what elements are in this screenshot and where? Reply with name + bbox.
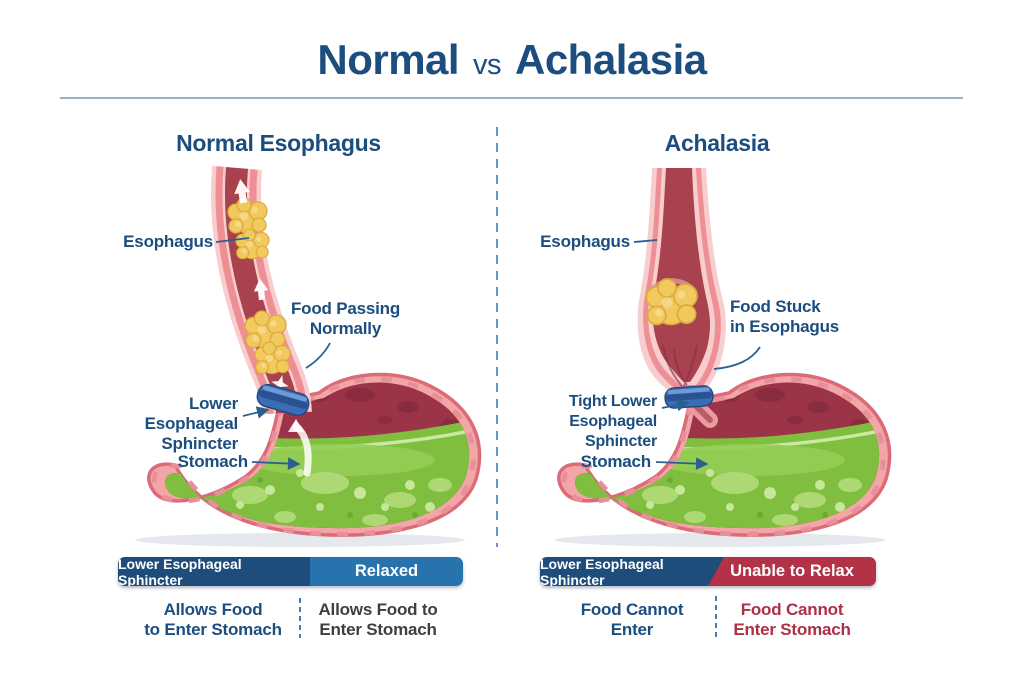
esophagus-label-achalasia: Esophagus xyxy=(540,232,630,251)
food-stuck-line1: Food Stuck xyxy=(730,297,821,316)
banner-title-normal: Lower Esophageal Sphincter xyxy=(118,557,310,586)
sphincter-line2: Sphincter xyxy=(161,434,238,453)
food-stuck-line2: in Esophagus xyxy=(730,317,840,336)
food-passing-line1: Food Passing xyxy=(290,299,401,318)
flow-arrowhead xyxy=(288,419,304,432)
note-line: Allows Food to xyxy=(318,600,438,619)
food-passing-line2: Normally xyxy=(309,319,382,338)
tight-sphincter-label: Tight Lower Esophageal Sphincter xyxy=(497,392,657,452)
sphincter-label-normal: Lower Esophageal Sphincter xyxy=(98,394,239,454)
normal-panel-heading: Normal Esophagus xyxy=(176,130,381,156)
note-normal-right: Allows Food to Enter Stomach xyxy=(293,600,463,640)
title-underline xyxy=(60,97,963,99)
note-line: Food Cannot xyxy=(580,600,684,619)
sphincter-line1: Lower Esophageal xyxy=(144,394,239,433)
shadow xyxy=(135,533,465,547)
note-normal-left: Allows Food to Enter Stomach xyxy=(128,600,298,640)
normal-status-banner: Lower Esophageal Sphincter Relaxed xyxy=(118,557,463,586)
achalasia-diagram xyxy=(545,168,900,550)
banner-status-unable-to-relax: Unable to Relax xyxy=(708,557,876,586)
note-line: Food Cannot xyxy=(740,600,844,619)
shadow xyxy=(555,533,885,547)
note-achalasia-left: Food Cannot Enter xyxy=(547,600,717,640)
achalasia-esophagus-illustration xyxy=(637,168,726,395)
normal-diagram xyxy=(135,165,490,550)
note-line: Allows Food xyxy=(163,600,263,619)
tight-sphincter-line1: Tight Lower xyxy=(568,393,657,410)
stomach-label-normal: Stomach xyxy=(177,452,249,471)
stomach-label-achalasia: Stomach xyxy=(580,452,652,471)
achalasia-panel-heading: Achalasia xyxy=(664,130,770,156)
note-line: to Enter Stomach xyxy=(144,620,282,639)
food-passing-label: Food Passing Normally xyxy=(283,299,408,339)
achalasia-status-banner: Lower Esophageal Sphincter Unable to Rel… xyxy=(540,557,876,586)
esophagus-label-normal: Esophagus xyxy=(123,232,213,251)
note-line: Enter xyxy=(610,620,654,639)
title-normal: Normal xyxy=(317,36,460,83)
banner-status-relaxed: Relaxed xyxy=(310,557,463,586)
note-achalasia-right: Food Cannot Enter Stomach xyxy=(707,600,877,640)
label-connectors xyxy=(215,237,331,470)
title-achalasia: Achalasia xyxy=(514,36,707,83)
title-vs: vs xyxy=(473,49,502,81)
note-line: Enter Stomach xyxy=(319,620,437,639)
banner-title-achalasia: Lower Esophageal Sphincter xyxy=(540,557,664,586)
label-connectors xyxy=(633,239,761,470)
tight-sphincter-line2: Esophageal Sphincter xyxy=(569,413,657,450)
page-title: Normal vs Achalasia xyxy=(0,36,1024,84)
food-stuck-label: Food Stuck in Esophagus xyxy=(730,297,880,337)
note-line: Enter Stomach xyxy=(733,620,851,639)
